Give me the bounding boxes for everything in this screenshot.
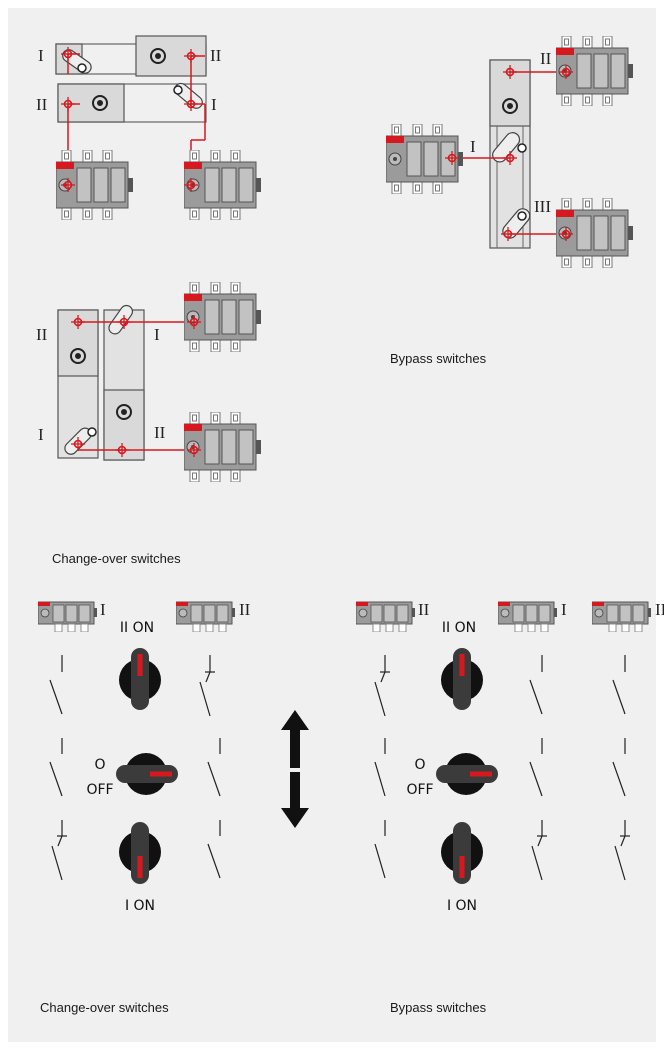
label-iii: III	[534, 197, 551, 216]
double-arrow-icon	[281, 710, 309, 828]
caption-changeover-top: Change-over switches	[52, 551, 181, 566]
label-o: O	[94, 757, 105, 773]
label-i: I	[470, 137, 476, 156]
label-off: OFF	[86, 782, 113, 798]
label-i: I	[211, 95, 217, 114]
label-ii: II	[418, 600, 430, 619]
label-ii: II	[540, 49, 552, 68]
label-off: OFF	[406, 782, 433, 798]
caption-changeover-bottom: Change-over switches	[40, 1000, 169, 1015]
label-ii: II	[655, 600, 664, 619]
rotary-handle-icon	[441, 648, 483, 710]
rotary-handle-icon	[119, 648, 161, 710]
label-ii: II	[36, 325, 48, 344]
label-i: I	[100, 600, 106, 619]
label-ii: II	[239, 600, 251, 619]
bottom-schematic: I II II I II II ON	[38, 600, 664, 914]
switch-module-icon	[184, 282, 262, 352]
switch-module-icon	[498, 601, 558, 632]
label-i-on: I ON	[447, 898, 477, 914]
rotary-handle-icon	[436, 753, 498, 795]
switch-module-icon	[556, 198, 634, 268]
switch-module-icon	[356, 601, 416, 632]
changeover-mechanism-b: II I I II	[36, 282, 262, 482]
label-ii-on: II ON	[120, 620, 154, 636]
switch-module-icon	[38, 601, 98, 632]
bypass-mechanism: II I III	[386, 36, 634, 268]
label-i: I	[154, 325, 160, 344]
label-i: I	[38, 425, 44, 444]
label-ii-on: II ON	[442, 620, 476, 636]
label-o: O	[414, 757, 425, 773]
rotary-handle-icon	[116, 753, 178, 795]
switch-module-icon	[592, 601, 652, 632]
switch-module-icon	[176, 601, 236, 632]
label-i: I	[38, 46, 44, 65]
label-i: I	[561, 600, 567, 619]
label-ii: II	[36, 95, 48, 114]
rotary-handle-icon	[441, 822, 483, 884]
switch-module-icon	[556, 36, 634, 106]
rotary-handle-icon	[119, 822, 161, 884]
caption-bypass-top: Bypass switches	[390, 351, 487, 366]
changeover-mechanism-a: I II II I	[36, 35, 262, 220]
contact-symbol-icon	[49, 655, 630, 881]
caption-bypass-bottom: Bypass switches	[390, 1000, 487, 1015]
label-i-on: I ON	[125, 898, 155, 914]
label-ii: II	[210, 46, 222, 65]
label-ii: II	[154, 423, 166, 442]
